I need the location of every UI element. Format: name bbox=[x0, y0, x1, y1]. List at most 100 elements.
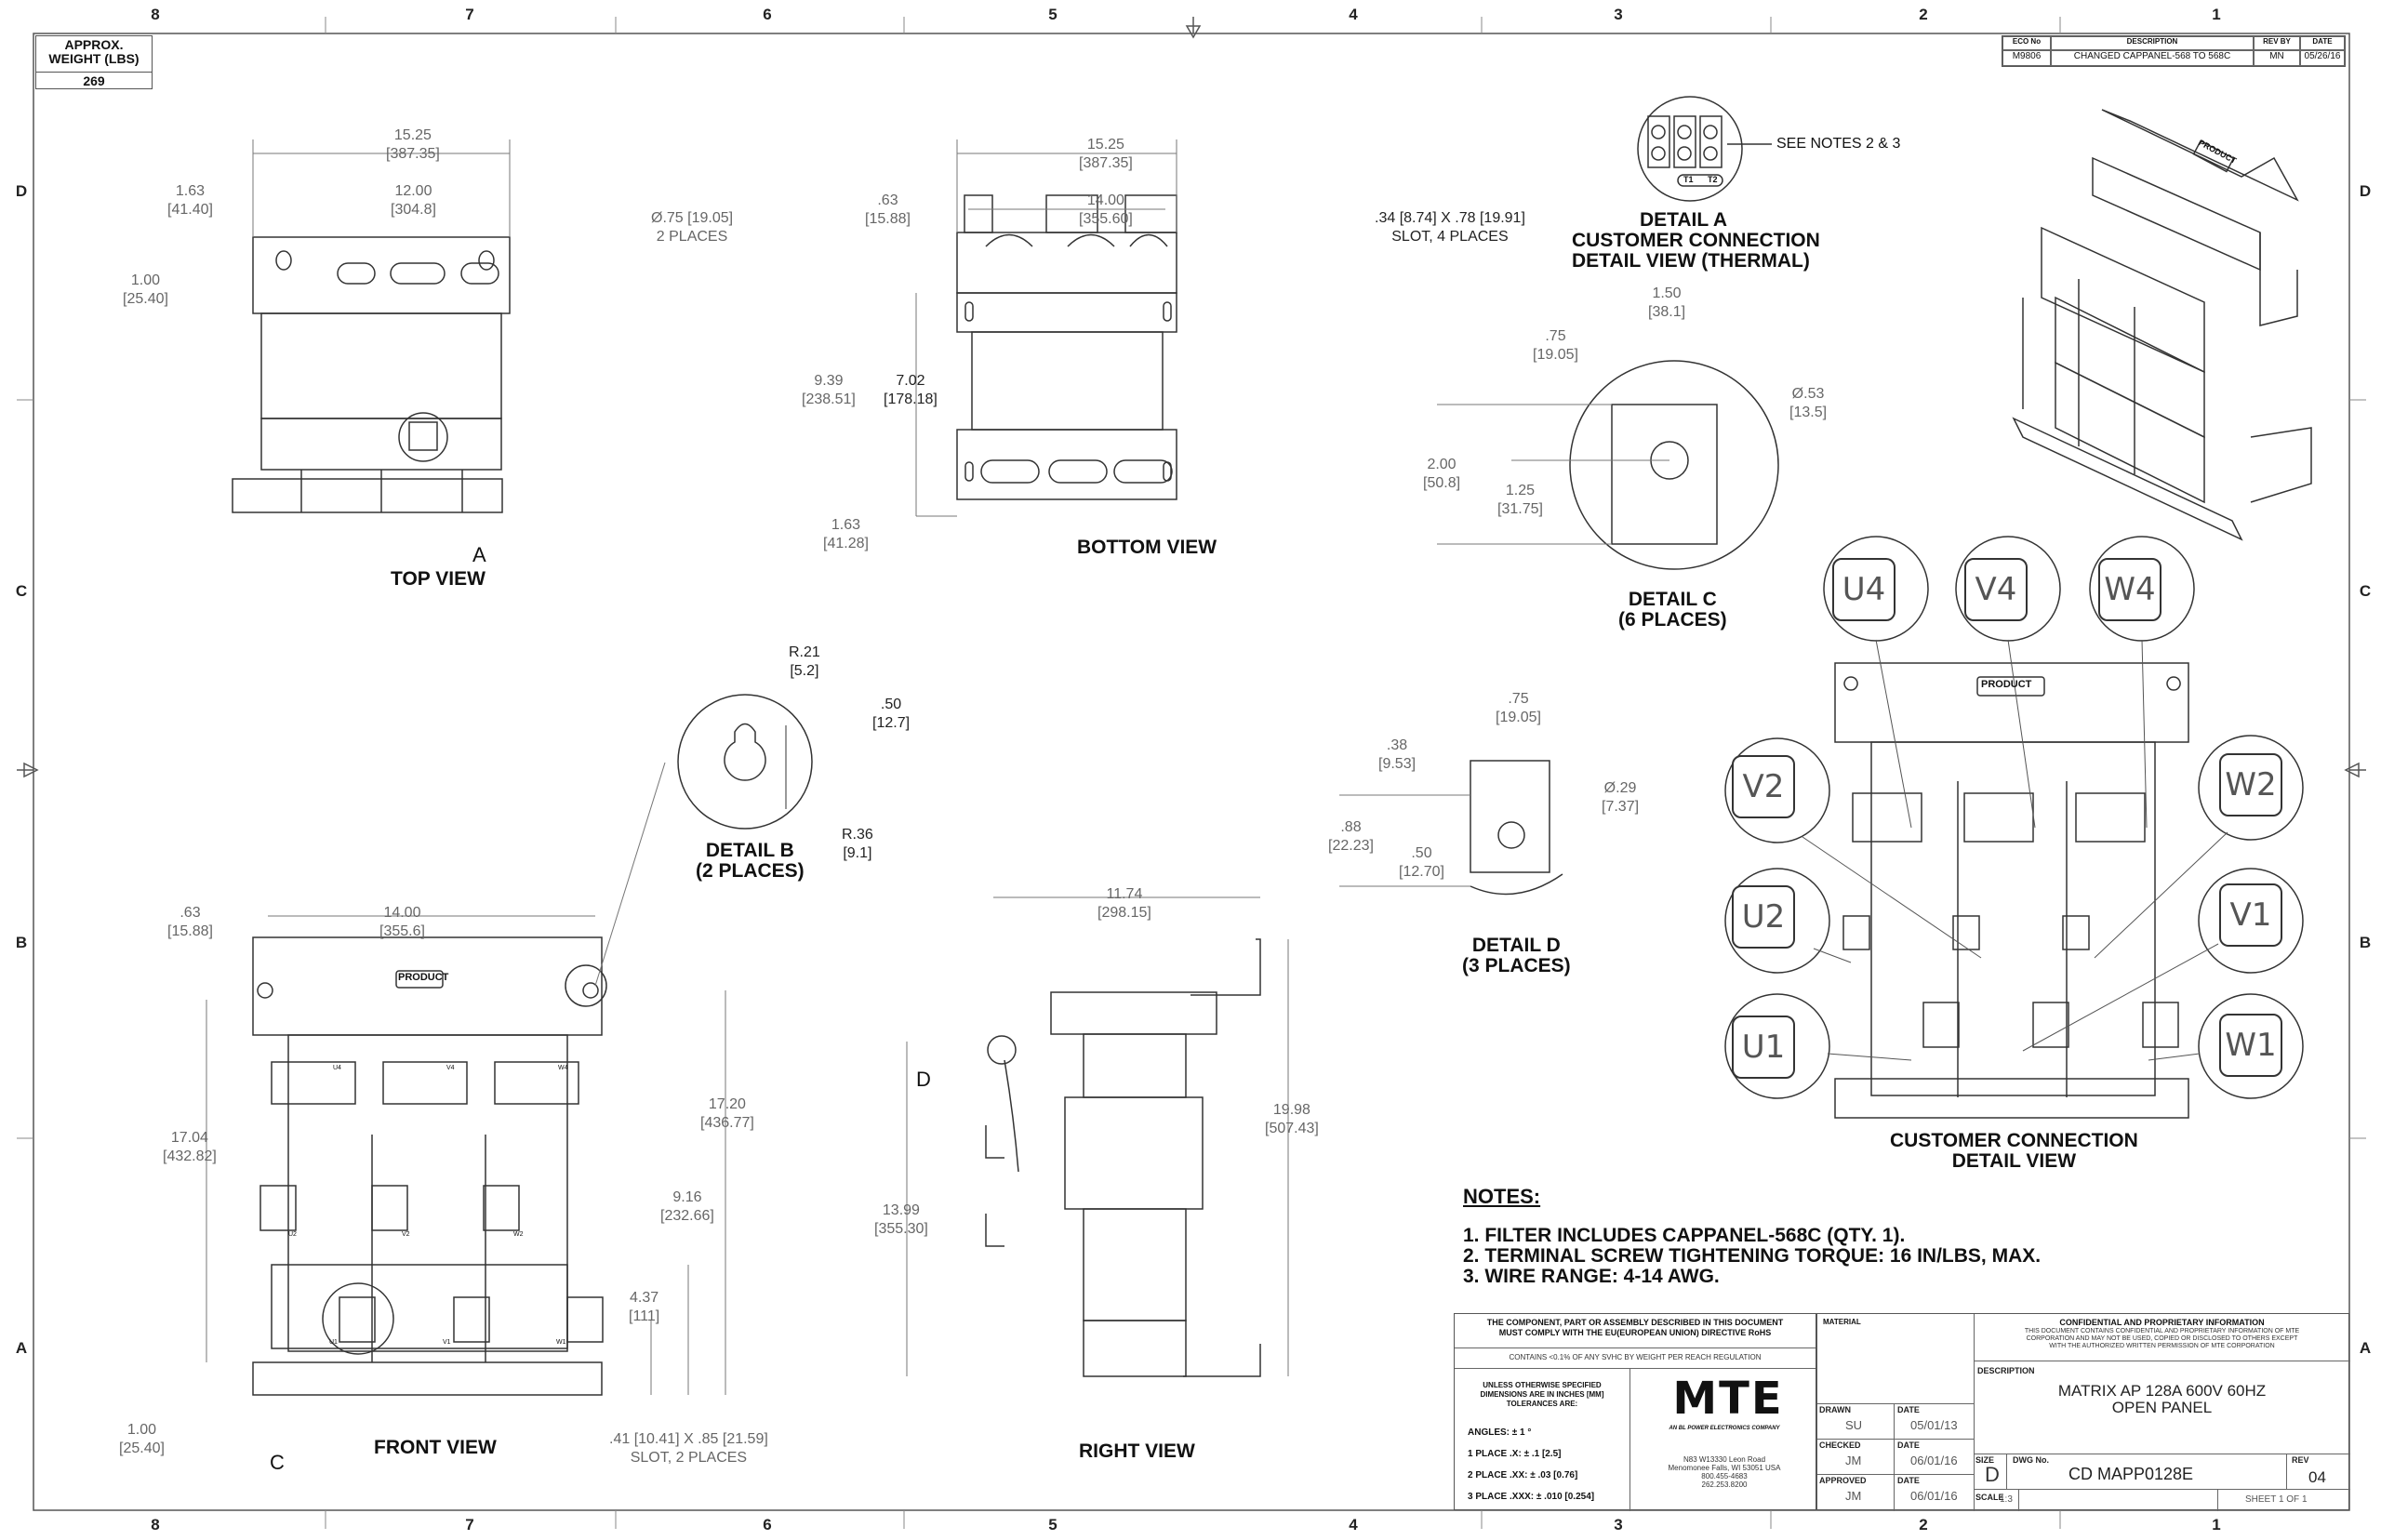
front-terminal-u1: U1 bbox=[329, 1339, 338, 1346]
weight-value: 269 bbox=[83, 73, 105, 88]
rev-header-eco: ECO No bbox=[2002, 36, 2051, 50]
notes-heading: NOTES: bbox=[1463, 1185, 1541, 1208]
approved-date-label: DATE bbox=[1897, 1476, 1920, 1485]
dim-bottom-overall-width: 15.25[387.35] bbox=[1079, 137, 1133, 171]
zone-col-8-bottom: 8 bbox=[151, 1516, 160, 1533]
dim-front-keyhole-height: 17.04[432.82] bbox=[163, 1130, 217, 1164]
dim-front-edge-offset: .63[15.88] bbox=[167, 905, 213, 939]
front-terminal-w4: W4 bbox=[558, 1065, 568, 1071]
detail-a-t1: T1 bbox=[1683, 175, 1694, 184]
zone-col-1-bottom: 1 bbox=[2212, 1516, 2221, 1533]
dim-bottom-overall-depth: 9.39[238.51] bbox=[802, 373, 856, 407]
mte-tagline: AN BL POWER ELECTRONICS COMPANY bbox=[1669, 1426, 1780, 1431]
front-terminal-w1: W1 bbox=[556, 1339, 566, 1346]
detail-c-drawing bbox=[1437, 360, 1779, 570]
zone-row-a-right: A bbox=[2359, 1339, 2372, 1357]
zone-col-1-top: 1 bbox=[2212, 6, 2221, 23]
customer-connection-drawing bbox=[1724, 536, 2304, 1119]
isometric-drawing bbox=[2012, 109, 2312, 541]
badge-u4: U4 bbox=[1832, 558, 1895, 621]
zone-col-4-top: 4 bbox=[1349, 6, 1358, 23]
tolerance-list: ANGLES: ± 1 ° 1 PLACE .X: ± .1 [2.5] 2 P… bbox=[1468, 1427, 1595, 1502]
zone-col-2-bottom: 2 bbox=[1919, 1516, 1928, 1533]
badge-v2: V2 bbox=[1732, 755, 1795, 818]
badge-v1: V1 bbox=[2219, 883, 2282, 947]
dim-detail-c-hole-dia: Ø.53[13.5] bbox=[1789, 386, 1828, 420]
front-terminal-u4: U4 bbox=[333, 1065, 341, 1071]
note-2: 2. TERMINAL SCREW TIGHTENING TORQUE: 16 … bbox=[1463, 1245, 2042, 1267]
dim-detail-b-small-radius: R.21[5.2] bbox=[789, 644, 820, 679]
mte-address: N83 W13330 Leon Road Menomonee Falls, WI… bbox=[1668, 1455, 1781, 1489]
dim-right-overall-height: 19.98[507.43] bbox=[1265, 1102, 1319, 1136]
weight-label: APPROX. WEIGHT (LBS) bbox=[48, 37, 140, 66]
rev-header-description: DESCRIPTION bbox=[2051, 36, 2254, 50]
dim-top-overall-width: 15.25[387.35] bbox=[386, 127, 440, 162]
dim-front-slot-size: .41 [10.41] X .85 [21.59]SLOT, 2 PLACES bbox=[609, 1431, 768, 1466]
bottom-view-title: BOTTOM VIEW bbox=[1077, 537, 1217, 558]
dwg-label: DWG No. bbox=[2013, 1455, 2049, 1465]
customer-product-tag: PRODUCT bbox=[1981, 679, 2032, 690]
approved-label: APPROVED bbox=[1819, 1476, 1867, 1485]
badge-w2: W2 bbox=[2219, 753, 2282, 816]
rohs-notice: THE COMPONENT, PART OR ASSEMBLY DESCRIBE… bbox=[1486, 1318, 1784, 1337]
dim-front-low-terminal: 4.37[111] bbox=[629, 1290, 660, 1324]
front-product-tag: PRODUCT bbox=[398, 972, 449, 983]
front-view-title: FRONT VIEW bbox=[374, 1437, 497, 1458]
zone-col-8-top: 8 bbox=[151, 6, 160, 23]
checked-by: JM bbox=[1845, 1454, 1862, 1467]
zone-row-a-left: A bbox=[15, 1339, 28, 1357]
bottom-view-drawing bbox=[956, 194, 1177, 500]
scale-label: SCALE bbox=[1975, 1493, 2004, 1502]
detail-d-drawing bbox=[1339, 760, 1563, 896]
zone-col-3-bottom: 3 bbox=[1614, 1516, 1623, 1533]
dim-bottom-edge-offset: .63[15.88] bbox=[865, 192, 911, 227]
dim-bottom-slot-size: .34 [8.74] X .78 [19.91]SLOT, 4 PLACES bbox=[1375, 210, 1525, 245]
zone-col-5-top: 5 bbox=[1048, 6, 1057, 23]
badge-w1: W1 bbox=[2219, 1014, 2282, 1077]
dim-right-overall-depth: 11.74[298.15] bbox=[1097, 886, 1151, 921]
dim-bottom-slot-spacing: 14.00[355.60] bbox=[1079, 192, 1133, 227]
dim-detail-c-half-width: .75[19.05] bbox=[1533, 328, 1578, 363]
detail-d-title: DETAIL D (3 PLACES) bbox=[1462, 935, 1571, 976]
front-terminal-v1: V1 bbox=[443, 1339, 451, 1346]
detail-b-title: DETAIL B (2 PLACES) bbox=[696, 840, 805, 882]
dim-right-thermal-height: 13.99[355.30] bbox=[874, 1202, 928, 1237]
zone-row-b-left: B bbox=[15, 934, 28, 951]
callout-c: C bbox=[270, 1451, 285, 1474]
dim-top-hole-spacing: 12.00[304.8] bbox=[391, 183, 436, 218]
zone-col-6-top: 6 bbox=[763, 6, 772, 23]
material-label: MATERIAL bbox=[1823, 1318, 1861, 1326]
note-3: 3. WIRE RANGE: 4-14 AWG. bbox=[1463, 1266, 1720, 1287]
drawn-date: 05/01/13 bbox=[1910, 1418, 1958, 1432]
title-block-right: MATERIAL DRAWN SU DATE 05/01/13 CHECKED … bbox=[1816, 1313, 2350, 1511]
drawing-description: MATRIX AP 128A 600V 60HZ OPEN PANEL bbox=[2057, 1382, 2267, 1416]
rev-description-value: CHANGED CAPPANEL-568 TO 568C bbox=[2051, 50, 2254, 66]
front-terminal-u2: U2 bbox=[288, 1231, 297, 1238]
detail-c-title: DETAIL C (6 PLACES) bbox=[1618, 589, 1727, 631]
detail-a-note: SEE NOTES 2 & 3 bbox=[1776, 136, 1901, 152]
dim-top-edge-offset: 1.63[41.40] bbox=[167, 183, 213, 218]
right-view-title: RIGHT VIEW bbox=[1079, 1440, 1195, 1462]
callout-d: D bbox=[916, 1068, 931, 1091]
zone-col-2-top: 2 bbox=[1919, 6, 1928, 23]
dim-detail-b-offset: .50[12.7] bbox=[872, 697, 911, 731]
dim-detail-c-height: 2.00[50.8] bbox=[1423, 457, 1461, 491]
dim-bottom-slot-from-edge: 1.63[41.28] bbox=[823, 517, 869, 551]
badge-w4: W4 bbox=[2098, 558, 2162, 621]
right-view-drawing bbox=[985, 938, 1261, 1377]
dim-top-hole-dia: Ø.75 [19.05]2 PLACES bbox=[651, 210, 734, 245]
badge-u2: U2 bbox=[1732, 885, 1795, 949]
rev-date-value: 05/26/16 bbox=[2300, 50, 2345, 66]
checked-date: 06/01/16 bbox=[1910, 1454, 1958, 1467]
tolerance-header: UNLESS OTHERWISE SPECIFIED DIMENSIONS AR… bbox=[1480, 1381, 1604, 1408]
zone-col-7-bottom: 7 bbox=[465, 1516, 474, 1533]
dim-detail-d-hole-dia: Ø.29[7.37] bbox=[1602, 780, 1640, 815]
dim-detail-b-large-radius: R.36[9.1] bbox=[842, 827, 873, 861]
rev-header-revby: REV BY bbox=[2254, 36, 2300, 50]
drawing-size: D bbox=[1985, 1463, 2000, 1486]
dim-detail-d-half-width: .38[9.53] bbox=[1378, 737, 1417, 772]
detail-b-drawing bbox=[677, 694, 813, 830]
drawing-number: CD MAPP0128E bbox=[2068, 1465, 2194, 1483]
front-terminal-w2: W2 bbox=[513, 1231, 524, 1238]
zone-row-c-left: C bbox=[15, 582, 28, 600]
